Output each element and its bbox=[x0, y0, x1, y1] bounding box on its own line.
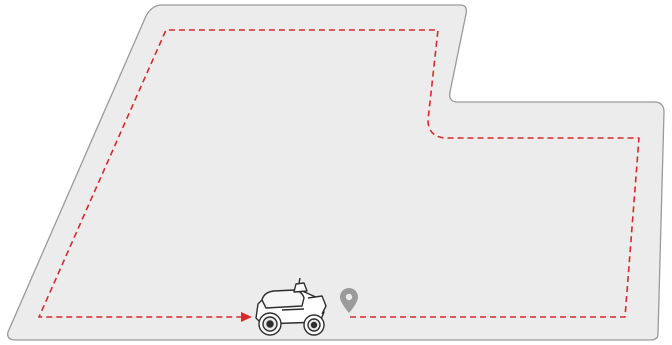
lawn-area bbox=[8, 5, 664, 340]
